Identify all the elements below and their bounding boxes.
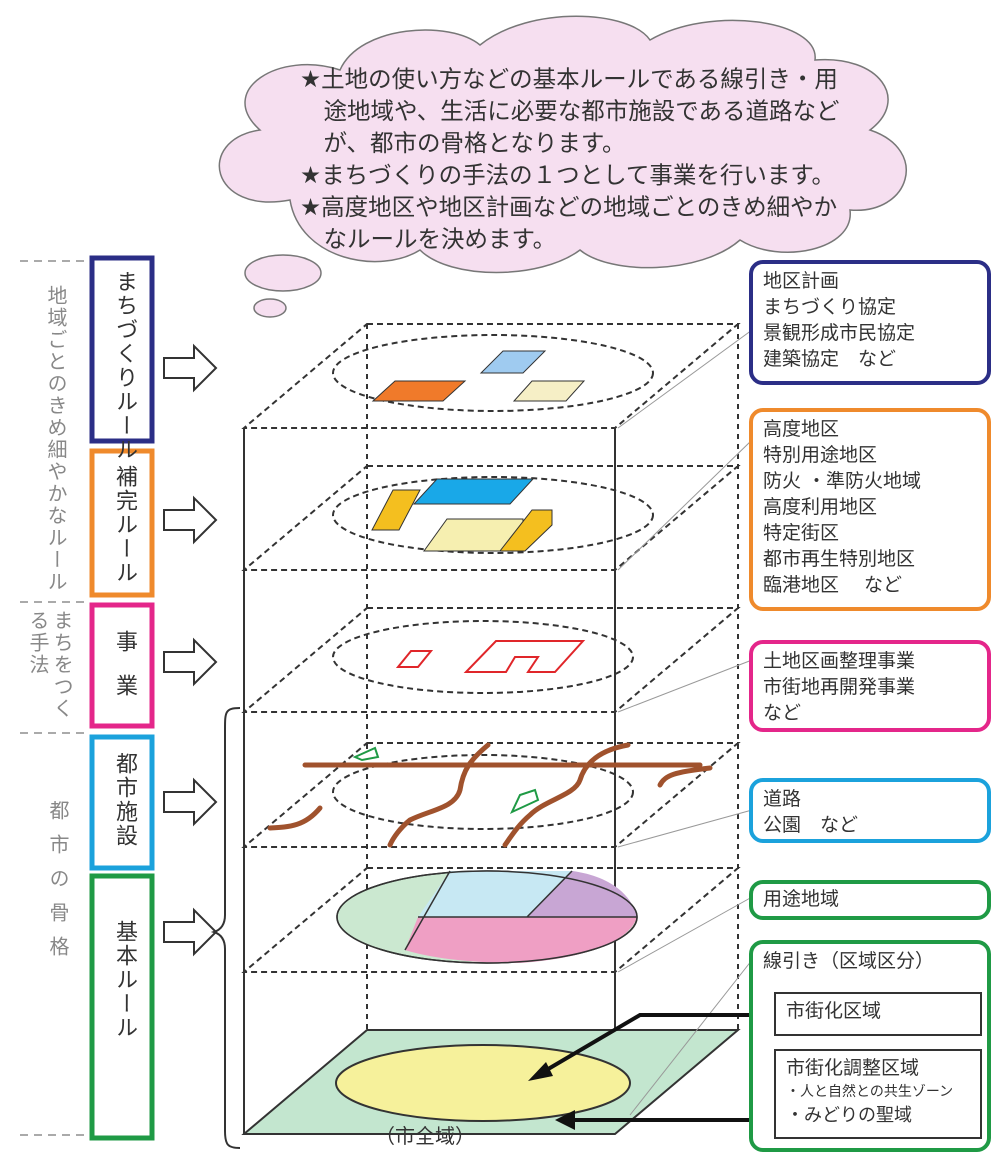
layer-label-jigyo: 事業 [112,630,137,718]
pointer-arrowheads [528,1062,575,1130]
layer-2-plane [241,465,741,571]
layer-5-plane [241,867,741,973]
layer-5-zones [336,870,638,964]
info-box-yoto-chiiki: 用途地域 [749,880,991,920]
info-line: 特別用途地区 [763,444,878,466]
layer-label-box-machizukuri [89,255,155,444]
box-back-edges [366,324,739,1030]
info-line: 高度地区 [763,418,840,440]
layer-1-shapes [371,350,586,402]
info-line: 高度利用地区 [763,496,878,518]
cloud-line-4: ★まちづくりの手法の１つとして事業を行います。 [300,161,836,189]
layer-label-hokan: 補完ルール [112,465,137,585]
control-bullet-2: ・みどりの聖域 [786,1105,912,1126]
layer-label-toshi-shisetsu: 都市施設 [112,752,137,848]
layer-3-shapes [395,640,586,673]
layer-label-kihon: 基本ルール [112,920,137,1040]
layer-label-box-jigyo [89,602,155,729]
layer-3-plane [241,607,741,713]
pointer-arrows [536,1013,775,1122]
category-skeleton: 都市の骨格 [46,800,70,970]
info-box-kodo-chiku: 高度地区 特別用途地区 防火 ・準防火地域 高度利用地区 特定街区 都市再生特別… [749,408,991,611]
layer-4-roads [267,742,713,848]
info-line: など [763,702,802,724]
thought-cloud [218,15,907,318]
category-methods: まちをつくる手法 [26,610,74,720]
info-line: 景観形成市民協定 [763,322,916,344]
cloud-line-5: ★高度地区や地区計画などの地域ごとのきめ細やか [300,193,838,221]
base-layers-brace [210,707,241,1149]
layer-1-plane [241,323,741,429]
layer-4-plane [241,742,741,848]
cloud-line-1: ★土地の使い方などの基本ルールである線引き・用 [300,65,838,93]
city-wide-label: （市全域） [375,1124,475,1148]
info-line: 市街地再開発事業 [763,676,916,698]
control-area-box: 市街化調整区域 ・人と自然との共生ゾーン ・みどりの聖域 [774,1049,982,1139]
info-line: 防火 ・準防火地域 [763,470,922,492]
layer-4-parks [352,746,540,815]
hollow-arrows [163,343,218,957]
connector-lines [617,329,753,1116]
category-area-rules: 地域ごとのきめ細やかなルール [44,285,68,593]
info-line: まちづくり協定 [763,296,897,318]
layer-label-box-kihon [89,873,155,1141]
layer-label-machizukuri: まちづくりルール [112,270,137,462]
info-line: 建築協定 など [763,348,897,370]
info-box-chiku-keikaku: 地区計画 まちづくり協定 景観形成市民協定 建築協定 など [749,260,991,385]
info-box-jigyo: 土地区画整理事業 市街地再開発事業 など [749,640,991,732]
info-line: 地区計画 [763,270,840,292]
box-front-edges [243,428,616,1134]
layer-2-shapes [371,478,553,552]
cloud-line-6: なルールを決めます。 [300,225,557,253]
info-line: 公園 など [763,814,859,836]
info-line: 臨港地区 など [763,574,903,596]
info-box-toshi-shisetsu: 道路 公園 など [749,778,991,843]
layer-label-box-hokan [89,448,155,598]
control-bullet-1: ・人と自然との共生ゾーン [786,1084,954,1100]
control-area-label: 市街化調整区域 [786,1057,920,1079]
category-separators [20,260,90,1136]
urban-area-box: 市街化区域 [774,992,982,1036]
info-line: 土地区画整理事業 [763,650,916,672]
info-line: 用途地域 [763,888,840,910]
info-line: 都市再生特別地区 [763,548,916,570]
layer-label-box-toshi [89,734,155,871]
info-line: 特定街区 [763,522,840,544]
info-line: 道路 [763,788,802,810]
cloud-line-3: が、都市の骨格となります。 [300,129,626,157]
urban-area-label: 市街化区域 [786,1000,882,1022]
cloud-line-2: 途地域や、生活に必要な都市施設である道路など [300,97,840,125]
senbiki-title: 線引き（区域区分） [763,950,935,972]
